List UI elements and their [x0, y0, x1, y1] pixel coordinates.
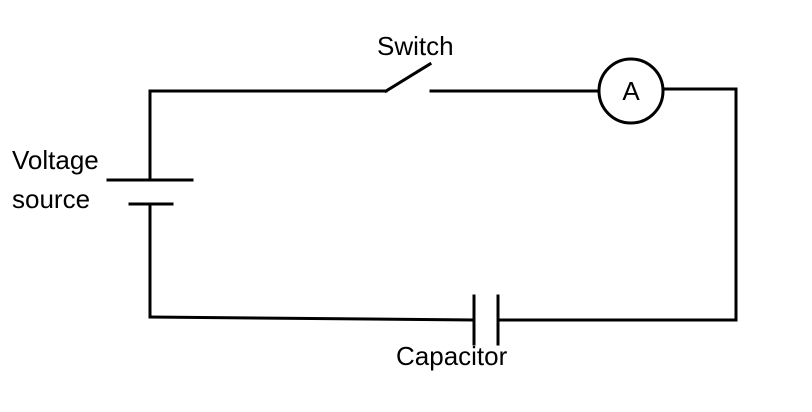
- ammeter-circle: [597, 57, 665, 125]
- voltage-source-label-line2: source: [12, 184, 90, 214]
- switch-label: Switch: [377, 31, 454, 61]
- ammeter: A: [597, 57, 665, 125]
- capacitor-label: Capacitor: [396, 341, 508, 371]
- voltage-source: [106, 178, 194, 206]
- capacitor: [472, 294, 500, 346]
- ammeter-label: A: [622, 76, 640, 106]
- voltage-source-label-line1: Voltage: [12, 145, 99, 175]
- switch-blade: [383, 61, 433, 94]
- wire-bottom-left: [148, 315, 476, 322]
